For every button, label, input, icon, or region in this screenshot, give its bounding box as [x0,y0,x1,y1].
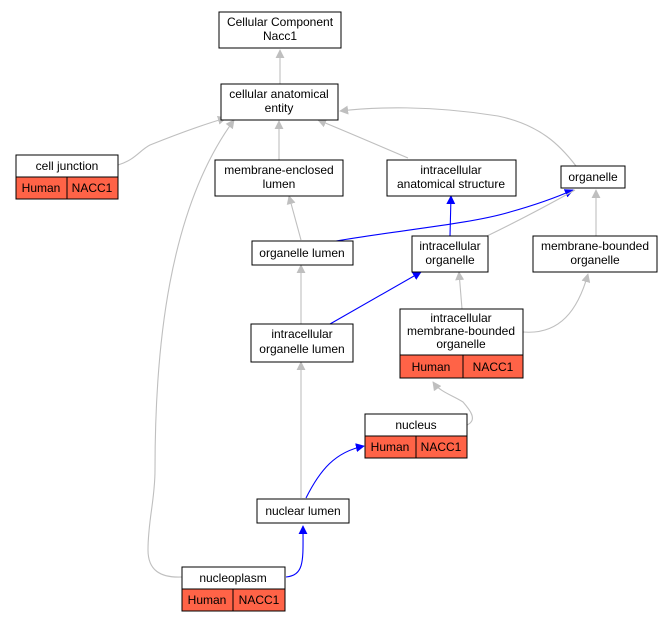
node-label-line: cell junction [36,159,99,173]
node-membrane-enclosed-lumen[interactable]: membrane-enclosed lumen [214,159,344,197]
edge-nucleoplasm-to-cae [147,119,235,578]
node-membrane-bounded-organelle[interactable]: membrane-bounded organelle [532,235,658,273]
edge-nuclear-lumen-to-nucleus [305,443,365,499]
node-label-line: entity [265,101,294,115]
edge-nucleus-to-imbo [432,381,473,426]
node-label-line: organelle lumen [259,246,344,260]
edge-iol-to-intracellular-organelle [329,271,422,325]
node-nuclear-lumen[interactable]: nuclear lumen [256,498,350,524]
node-label-line: Cellular Component [227,15,334,29]
annotation-gene: NACC1 [421,440,462,454]
annotation-gene: NACC1 [473,360,514,374]
annotation-species: Human [371,440,410,454]
annotation-species: Human [412,360,451,374]
edge-nucleoplasm-to-nuclear-lumen [285,525,308,578]
node-label-line: nuclear lumen [265,504,340,518]
edge-organelle-lumen-to-mel [286,195,302,241]
node-label-line: membrane-bounded [407,324,515,338]
edge-ias-to-cae [317,118,409,159]
node-label-line: nucleus [395,418,436,432]
edge-imbo-to-intracellular-organelle [455,271,465,310]
annotation-gene: NACC1 [72,181,113,195]
node-label-line: intracellular [419,239,480,253]
node-label-line: Nacc1 [263,29,297,43]
edge-intracellular-organelle-to-organelle [486,189,576,237]
node-label-line: organelle lumen [259,342,344,356]
edge-intracellular-organelle-to-ias [446,195,456,237]
node-label-line: intracellular [271,327,332,341]
edges [117,49,601,578]
annotation-species: Human [22,181,61,195]
node-label-line: cellular anatomical [229,87,328,101]
node-label-line: organelle [568,170,618,184]
node-cell-junction[interactable]: cell junction Human NACC1 [15,154,119,200]
node-label-line: lumen [263,177,296,191]
edge-organelle-lumen-to-organelle [335,189,574,242]
node-intracellular-anatomical-structure[interactable]: intracellular anatomical structure [386,159,517,197]
node-cellular-anatomical-entity[interactable]: cellular anatomical entity [220,83,339,121]
node-label-line: membrane-bounded [541,239,649,253]
node-cellular-component-nacc1[interactable]: Cellular Component Nacc1 [218,11,342,49]
edge-organelle-to-cae [339,105,577,167]
node-label-line: organelle [436,337,486,351]
node-label-line: membrane-enclosed [224,163,333,177]
annotation-gene: NACC1 [239,593,280,607]
node-label-line: organelle [570,253,620,267]
node-label-line: intracellular [430,311,491,325]
node-label-line: organelle [425,253,475,267]
node-organelle[interactable]: organelle [560,165,626,189]
node-label-line: nucleoplasm [199,571,266,585]
edge-cell-junction-to-cae [117,115,227,166]
node-label-line: intracellular [420,163,481,177]
node-intracellular-organelle-lumen[interactable]: intracellular organelle lumen [250,323,354,363]
node-nucleus[interactable]: nucleus Human NACC1 [364,413,468,459]
node-intracellular-organelle[interactable]: intracellular organelle [411,235,489,273]
node-organelle-lumen[interactable]: organelle lumen [251,240,354,266]
node-intracellular-membrane-bounded-organelle[interactable]: intracellular membrane-bounded organelle… [399,308,524,379]
edge-imbo-to-mbo [522,273,591,333]
node-nucleoplasm[interactable]: nucleoplasm Human NACC1 [181,566,286,612]
annotation-species: Human [188,593,227,607]
node-label-line: anatomical structure [397,177,505,191]
